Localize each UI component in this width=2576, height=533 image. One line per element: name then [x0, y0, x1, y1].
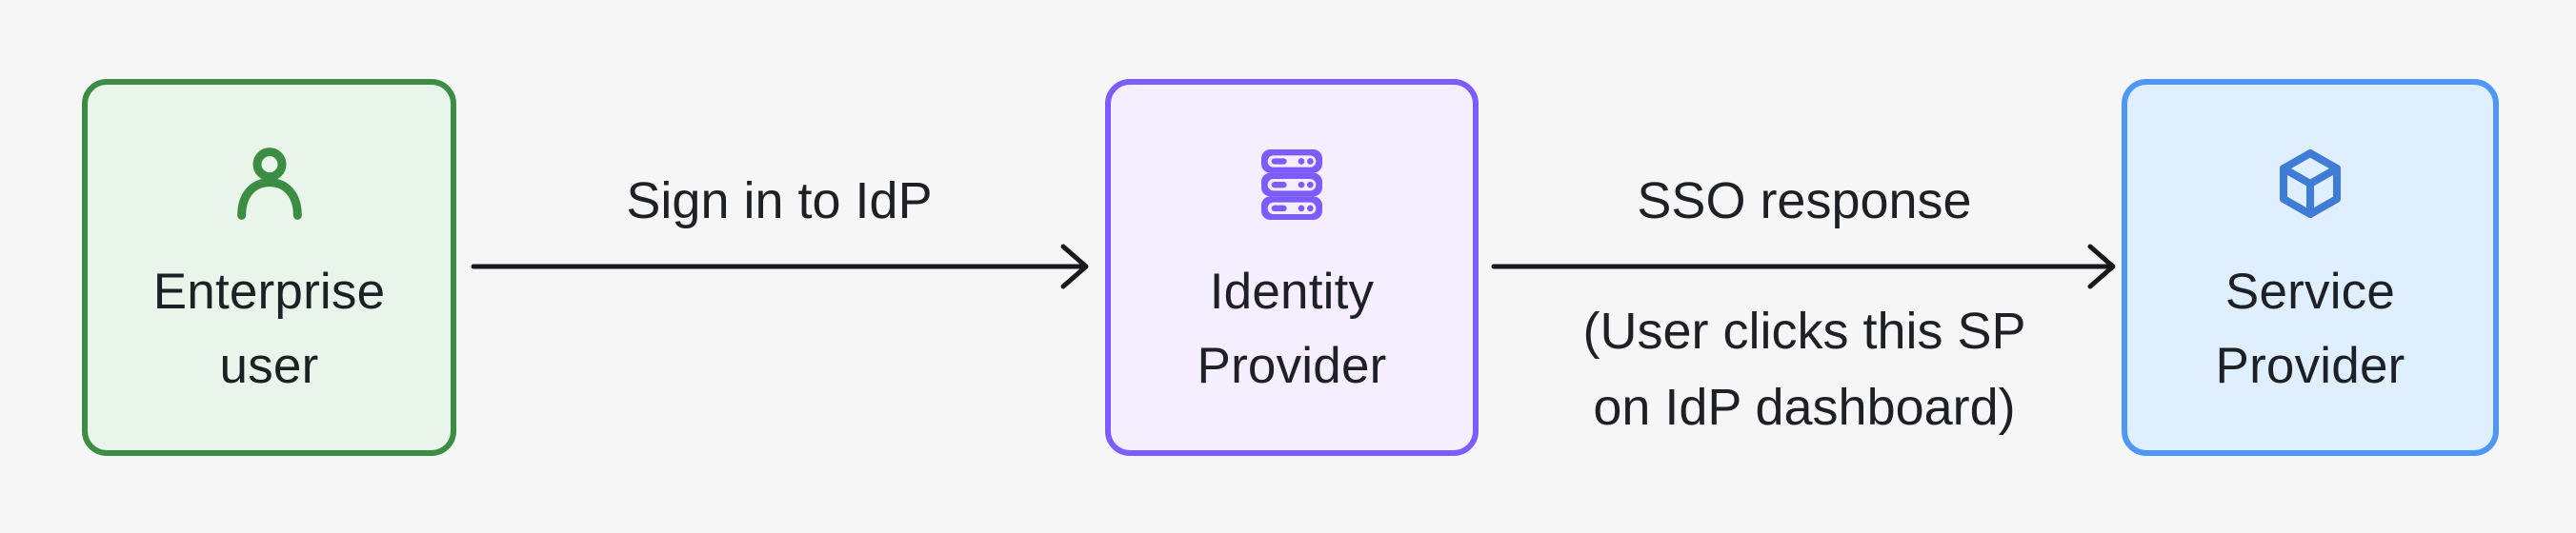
edge-note-sso: (User clicks this SP on IdP dashboard)	[1582, 293, 2025, 445]
server-stack-icon	[1254, 146, 1330, 222]
edge-note-line1: (User clicks this SP	[1582, 303, 2026, 360]
node-label-line2: Provider	[1197, 338, 1387, 394]
node-identity-provider: Identity Provider	[1105, 79, 1479, 456]
node-label-line2: Provider	[2215, 338, 2405, 394]
edge-label-sso-response: SSO response	[1637, 172, 1972, 229]
node-label: Identity Provider	[1197, 255, 1387, 404]
arrow-idp-to-sp	[1491, 244, 2116, 289]
edge-label-sign-in: Sign in to IdP	[626, 172, 933, 229]
node-label-line1: Identity	[1209, 264, 1375, 320]
user-icon	[231, 146, 308, 222]
cube-icon	[2272, 146, 2348, 222]
arrow-user-to-idp	[471, 244, 1089, 289]
node-label: Enterprise user	[153, 255, 386, 404]
node-label: Service Provider	[2216, 255, 2405, 404]
node-label-line1: Enterprise	[152, 264, 386, 320]
node-service-provider: Service Provider	[2122, 79, 2499, 456]
node-label-line1: Service	[2224, 264, 2396, 320]
node-enterprise-user: Enterprise user	[82, 79, 456, 456]
edge-note-line2: on IdP dashboard)	[1593, 379, 2016, 436]
node-label-line2: user	[219, 338, 319, 394]
